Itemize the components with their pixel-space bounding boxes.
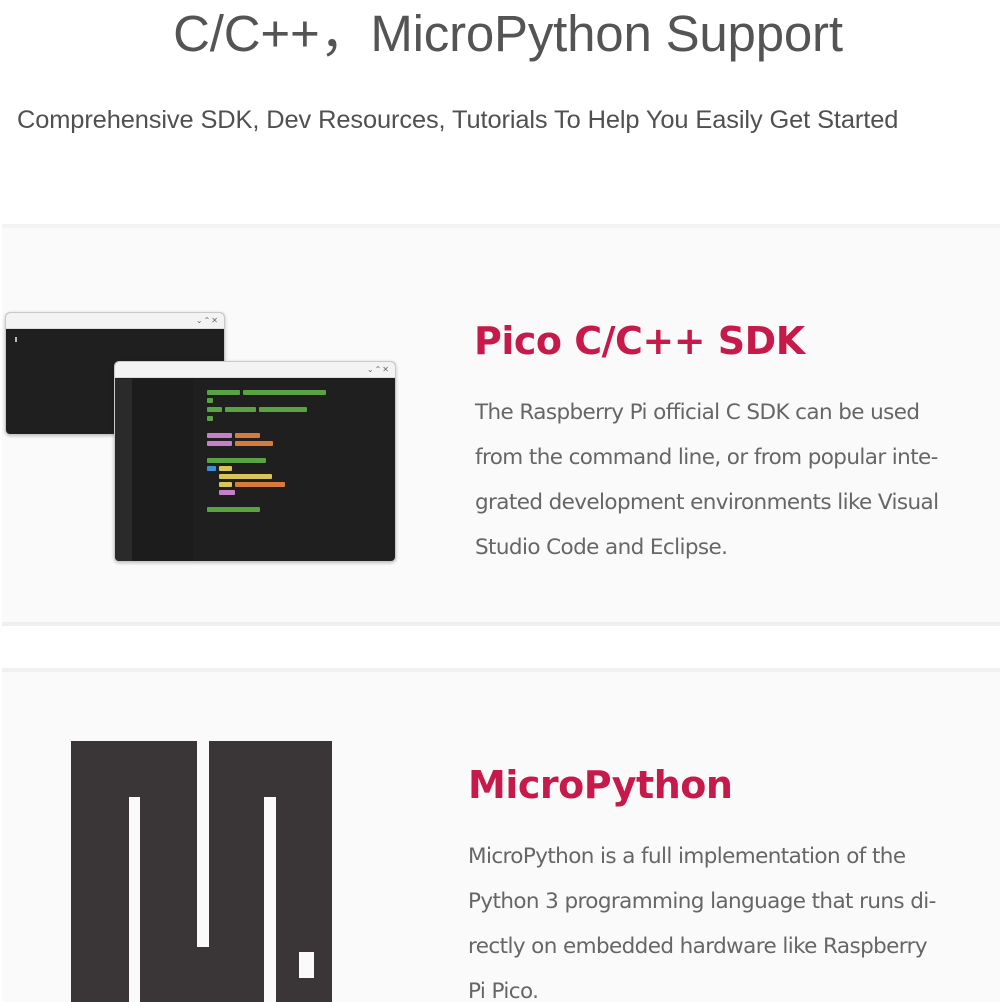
maximize-icon: ⌃ [374, 365, 383, 374]
code-token [207, 466, 216, 471]
card-heading: MicroPython [468, 763, 733, 807]
logo-slot [129, 797, 140, 1002]
close-icon: ✕ [382, 365, 390, 374]
code-token [235, 482, 285, 487]
description-line: grated development environments like Vis… [475, 490, 939, 515]
description-line: MicroPython is a full implementation of … [468, 844, 906, 869]
code-token [207, 507, 260, 512]
logo-slot [264, 797, 276, 1002]
code-token [219, 474, 272, 479]
window-titlebar: ⌄⌃✕ [115, 362, 395, 378]
editor-gutter [115, 379, 132, 561]
editor-sidebar [132, 379, 193, 561]
code-token [207, 398, 213, 403]
card-pico-sdk: ⌄⌃✕ ⌄⌃✕ [2, 224, 1000, 626]
window-controls: ⌄⌃✕ [196, 315, 219, 326]
micropython-logo-icon [71, 741, 332, 1002]
description-line: rectly on embedded hardware like Raspber… [468, 934, 928, 959]
code-token [235, 433, 260, 438]
code-token [219, 466, 232, 471]
description-line: Studio Code and Eclipse. [475, 535, 728, 560]
window-controls: ⌄⌃✕ [367, 364, 390, 375]
description-line: The Raspberry Pi official C SDK can be u… [475, 400, 920, 425]
card-description: The Raspberry Pi official C SDK can be u… [475, 390, 939, 570]
logo-slot [197, 741, 209, 947]
code-token [235, 441, 273, 446]
maximize-icon: ⌃ [203, 316, 212, 325]
minimize-icon: ⌄ [195, 316, 204, 325]
code-editor-window-icon: ⌄⌃✕ [114, 361, 396, 562]
code-token [207, 441, 232, 446]
logo-dot [299, 952, 314, 978]
page-title: C/C++，MicroPython Support [173, 5, 843, 62]
code-token [207, 458, 266, 463]
description-line: Pi Pico. [468, 979, 539, 1002]
card-micropython: MicroPython MicroPython is a full implem… [2, 668, 1000, 1002]
description-line: from the command line, or from popular i… [475, 445, 938, 470]
code-token [243, 390, 326, 395]
description-line: Python 3 programming language that runs … [468, 889, 936, 914]
code-token [207, 416, 213, 421]
code-token [207, 433, 232, 438]
code-token [219, 490, 235, 495]
code-token [225, 407, 256, 412]
minimize-icon: ⌄ [366, 365, 375, 374]
cursor-icon [15, 337, 17, 342]
card-description: MicroPython is a full implementation of … [468, 834, 936, 1002]
code-token [259, 407, 307, 412]
code-token [219, 482, 232, 487]
code-token [207, 407, 222, 412]
card-heading: Pico C/C++ SDK [474, 319, 805, 363]
close-icon: ✕ [211, 316, 219, 325]
window-titlebar: ⌄⌃✕ [6, 313, 224, 329]
page-subtitle: Comprehensive SDK, Dev Resources, Tutori… [17, 106, 899, 134]
code-token [207, 390, 240, 395]
